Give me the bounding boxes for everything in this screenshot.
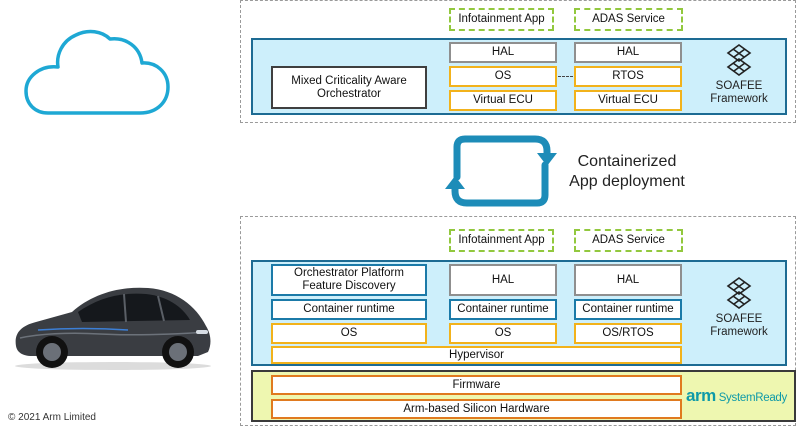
os-rtos-link — [558, 76, 573, 77]
car-image — [15, 287, 211, 370]
infotainment-app-top: Infotainment App — [449, 8, 554, 31]
os-col1: OS — [271, 323, 427, 344]
cloud-deployment-frame — [240, 0, 796, 123]
adas-service-bottom: ADAS Service — [574, 229, 683, 252]
hal-right-top: HAL — [574, 42, 682, 63]
container-runtime-col1: Container runtime — [271, 299, 427, 320]
hal-col3: HAL — [574, 264, 682, 296]
hypervisor-box: Hypervisor — [271, 346, 682, 364]
orchestrator-platform-box: Orchestrator Platform Feature Discovery — [271, 264, 427, 296]
os-col2: OS — [449, 323, 557, 344]
soafee-label: SOAFEE — [715, 313, 763, 325]
systemready-text: SystemReady — [718, 392, 788, 404]
copyright-text: © 2021 Arm Limited — [8, 412, 96, 423]
container-runtime-col2: Container runtime — [449, 299, 557, 320]
containerized-deployment-label: Containerized App deployment — [562, 152, 692, 192]
os-rtos-col3: OS/RTOS — [574, 323, 682, 344]
orchestrator-box: Mixed Criticality Aware Orchestrator — [271, 66, 427, 109]
hal-col2: HAL — [449, 264, 557, 296]
infotainment-app-bottom: Infotainment App — [449, 229, 554, 252]
cloud-icon — [24, 29, 170, 115]
containerized-label: Containerized — [577, 153, 677, 170]
cycle-arrows-icon — [445, 135, 557, 207]
silicon-hardware-box: Arm-based Silicon Hardware — [271, 399, 682, 419]
soafee-framework-label-top: SOAFEE Framework — [697, 80, 781, 106]
framework-label: Framework — [710, 326, 768, 338]
virtual-ecu-right-top: Virtual ECU — [574, 90, 682, 111]
virtual-ecu-left-top: Virtual ECU — [449, 90, 557, 111]
soafee-label: SOAFEE — [715, 80, 763, 92]
app-deployment-label: App deployment — [569, 173, 685, 190]
os-left-top: OS — [449, 66, 557, 87]
hal-left-top: HAL — [449, 42, 557, 63]
arm-logo-text: arm — [686, 386, 716, 405]
container-runtime-col3: Container runtime — [574, 299, 682, 320]
soafee-logo-icon — [726, 277, 752, 309]
adas-service-top: ADAS Service — [574, 8, 683, 31]
soafee-logo-icon — [726, 44, 752, 76]
framework-label: Framework — [710, 93, 768, 105]
soafee-framework-label-bottom: SOAFEE Framework — [697, 313, 781, 339]
rtos-right-top: RTOS — [574, 66, 682, 87]
firmware-box: Firmware — [271, 375, 682, 395]
vehicle-stack-frame — [240, 216, 796, 426]
